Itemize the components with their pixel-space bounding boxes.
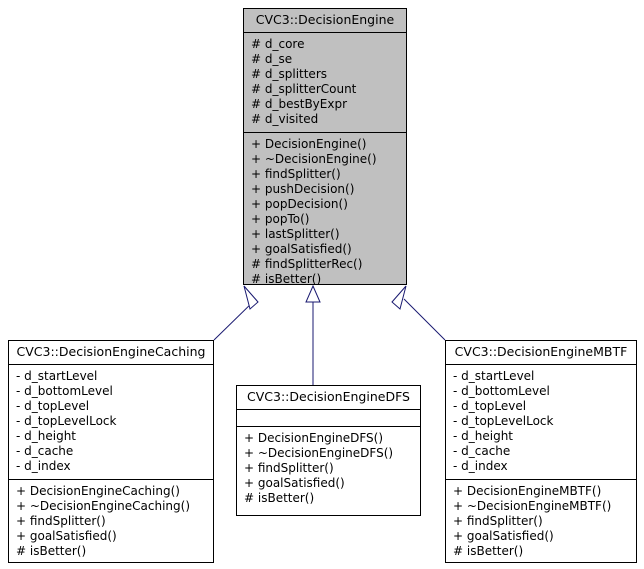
class-operation: + ~DecisionEngineMBTF() (453, 499, 612, 513)
class-operation: # findSplitterRec() (251, 257, 363, 271)
class-operation: + goalSatisfied() (16, 529, 117, 543)
inheritance-edge-caching (213, 285, 259, 341)
class-operation: + findSplitter() (251, 167, 341, 181)
class-operations-decision-engine-caching: + DecisionEngineCaching() + ~DecisionEng… (9, 480, 213, 564)
class-attributes-decision-engine-caching: - d_startLevel - d_bottomLevel - d_topLe… (9, 365, 213, 480)
class-operation: + DecisionEngineCaching() (16, 484, 180, 498)
class-operation: + DecisionEngineMBTF() (453, 484, 602, 498)
uml-class-decision-engine-caching[interactable]: CVC3::DecisionEngineCaching - d_startLev… (8, 340, 214, 563)
class-operation: # isBetter() (251, 272, 322, 286)
inheritance-edge-mbtf (391, 285, 446, 341)
class-attribute: - d_cache (16, 444, 74, 458)
class-operation: # isBetter() (453, 544, 524, 558)
class-operation: + goalSatisfied() (453, 529, 554, 543)
class-attribute: - d_topLevelLock (16, 414, 117, 428)
class-operation: + ~DecisionEngine() (251, 152, 377, 166)
class-operation: + ~DecisionEngineCaching() (16, 499, 190, 513)
class-attribute: # d_bestByExpr (251, 97, 348, 111)
class-operation: + findSplitter() (244, 461, 334, 475)
inheritance-edge-dfs (305, 284, 321, 385)
class-attribute: - d_cache (453, 444, 511, 458)
class-attribute: - d_topLevel (453, 399, 527, 413)
uml-class-decision-engine-mbtf[interactable]: CVC3::DecisionEngineMBTF - d_startLevel … (445, 340, 637, 563)
class-operation: + goalSatisfied() (244, 476, 345, 490)
class-attribute: # d_splitterCount (251, 82, 357, 96)
class-attributes-decision-engine-mbtf: - d_startLevel - d_bottomLevel - d_topLe… (446, 365, 636, 480)
class-operations-decision-engine-mbtf: + DecisionEngineMBTF() + ~DecisionEngine… (446, 480, 636, 564)
class-operation: + goalSatisfied() (251, 242, 352, 256)
class-attribute: # d_visited (251, 112, 319, 126)
class-attribute: - d_topLevelLock (453, 414, 554, 428)
class-attribute: - d_height (453, 429, 514, 443)
class-operation: # isBetter() (16, 544, 87, 558)
class-operations-decision-engine-dfs: + DecisionEngineDFS() + ~DecisionEngineD… (237, 427, 420, 511)
class-attribute: - d_bottomLevel (453, 384, 550, 398)
class-attribute: - d_bottomLevel (16, 384, 113, 398)
class-operation: + pushDecision() (251, 182, 355, 196)
class-operation: + DecisionEngineDFS() (244, 431, 383, 445)
class-attribute: - d_index (453, 459, 508, 473)
class-operation: + DecisionEngine() (251, 137, 367, 151)
class-operation: # isBetter() (244, 491, 315, 505)
class-attributes-decision-engine-dfs (237, 410, 420, 427)
class-attribute: - d_startLevel (16, 369, 98, 383)
class-attributes-decision-engine: # d_core # d_se # d_splitters # d_splitt… (244, 33, 406, 133)
class-title-decision-engine-mbtf: CVC3::DecisionEngineMBTF (446, 341, 636, 365)
class-operation: + ~DecisionEngineDFS() (244, 446, 394, 460)
class-attribute: # d_se (251, 52, 293, 66)
class-attribute: # d_core (251, 37, 305, 51)
class-operation: + popTo() (251, 212, 310, 226)
class-attribute: - d_index (16, 459, 71, 473)
class-title-decision-engine: CVC3::DecisionEngine (244, 9, 406, 33)
class-operations-decision-engine: + DecisionEngine() + ~DecisionEngine() +… (244, 133, 406, 292)
class-attribute: - d_startLevel (453, 369, 535, 383)
class-attribute: - d_height (16, 429, 77, 443)
class-operation: + popDecision() (251, 197, 348, 211)
class-operation: + lastSplitter() (251, 227, 340, 241)
class-attribute: - d_topLevel (16, 399, 90, 413)
class-title-decision-engine-caching: CVC3::DecisionEngineCaching (9, 341, 213, 365)
uml-class-decision-engine[interactable]: CVC3::DecisionEngine # d_core # d_se # d… (243, 8, 407, 286)
class-title-decision-engine-dfs: CVC3::DecisionEngineDFS (237, 386, 420, 410)
class-operation: + findSplitter() (16, 514, 106, 528)
class-operation: + findSplitter() (453, 514, 543, 528)
class-attribute: # d_splitters (251, 67, 328, 81)
uml-class-decision-engine-dfs[interactable]: CVC3::DecisionEngineDFS + DecisionEngine… (236, 385, 421, 516)
